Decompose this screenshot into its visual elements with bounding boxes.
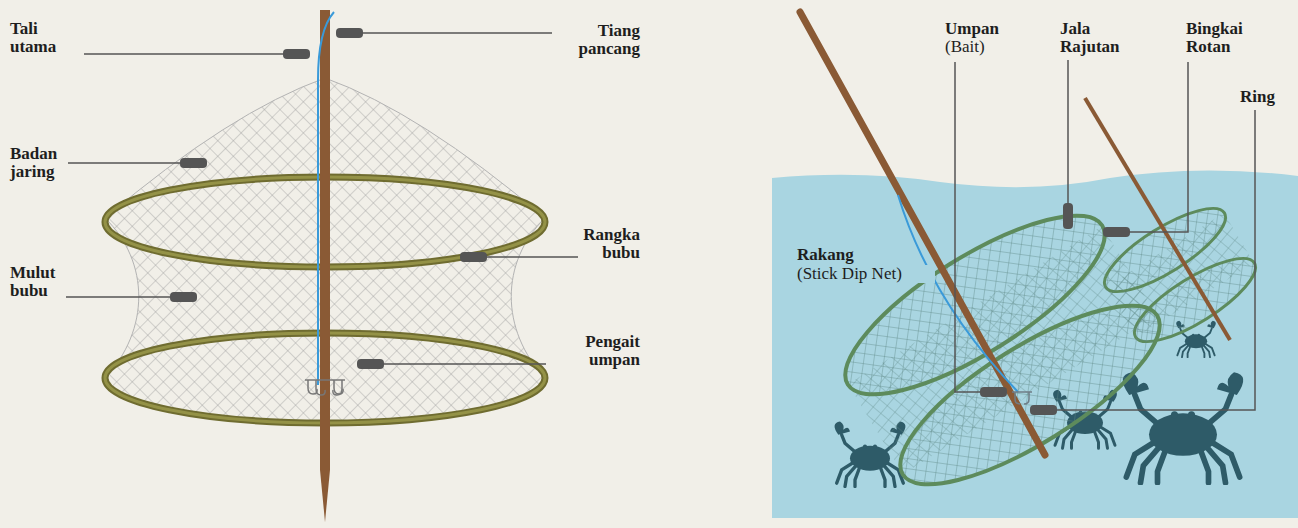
net-label: Badan jaring (10, 145, 74, 181)
frame-label: Bingkai Rotan (1186, 20, 1266, 56)
stake-pole (320, 10, 330, 522)
rope-label: Tali utama (10, 20, 74, 56)
water (772, 170, 1298, 518)
ring-label: Ring (1240, 88, 1290, 106)
bait-hook (305, 380, 345, 395)
tool-translation: (Stick Dip Net) (795, 265, 935, 283)
net-label: Jala Rajutan (1060, 20, 1140, 56)
crab (1123, 372, 1244, 483)
pole-label: Tiang pancang (556, 22, 640, 58)
frame-label: Rangka bubu (564, 226, 640, 262)
stick (800, 12, 1045, 455)
mouth-label: Mulut bubu (10, 264, 74, 300)
tool-label: Rakang (795, 246, 885, 264)
bait-translation: (Bait) (945, 38, 1015, 56)
bait-label: Umpan (945, 20, 1015, 38)
hook-label: Pengait umpan (554, 333, 640, 369)
main-rope (318, 12, 334, 385)
bait (1012, 392, 1032, 404)
